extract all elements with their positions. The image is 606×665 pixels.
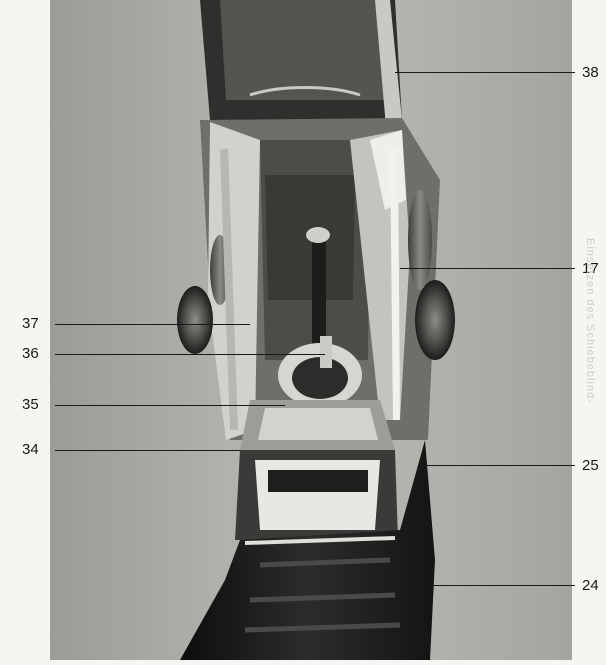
callout-line-35 (55, 405, 285, 406)
callout-number-24: 24 (582, 577, 599, 594)
callout-line-37 (55, 324, 250, 325)
callout-number-25: 25 (582, 457, 599, 474)
camera-mechanism-photo (50, 0, 572, 660)
callout-line-34 (55, 450, 240, 451)
callout-number-38: 38 (582, 64, 599, 81)
callout-line-17 (400, 268, 575, 269)
callout-number-35: 35 (22, 396, 39, 413)
callout-line-24 (430, 585, 575, 586)
bleed-through-text: Einsetzen des Schiebeblind- (584, 238, 596, 404)
callout-number-37: 37 (22, 315, 39, 332)
callout-number-36: 36 (22, 345, 39, 362)
callout-line-36 (55, 354, 325, 355)
callout-number-34: 34 (22, 441, 39, 458)
callout-number-17: 17 (582, 260, 599, 277)
callout-line-25 (420, 465, 575, 466)
callout-line-38 (395, 72, 575, 73)
